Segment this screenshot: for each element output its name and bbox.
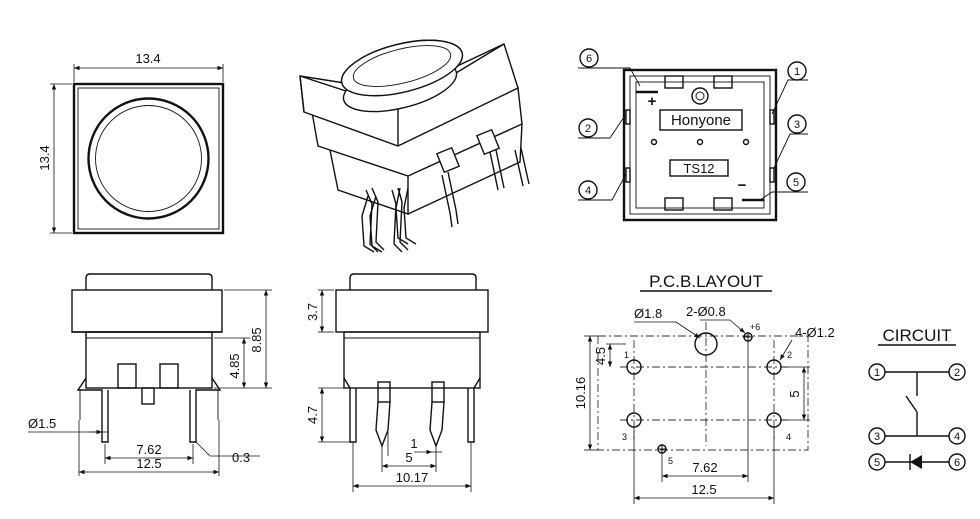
side-width: 10.17 [396,470,429,485]
pcb-pad-1: 1 [624,350,629,360]
callout-2: 2 [585,123,591,135]
top-view: 13.4 13.4 [37,51,225,235]
model-label: TS12 [683,161,714,176]
plus-sign: + [648,93,657,110]
side-cap-height: 3.7 [305,303,320,321]
minus-sign: − [738,177,747,194]
pcb-title: P.C.B.LAYOUT [649,272,763,291]
pcb-offset: 4.5 [593,347,608,365]
callout-4: 4 [585,185,591,197]
circuit-node-4: 4 [954,431,960,443]
front-width: 12.5 [136,456,161,471]
led-icon [909,454,922,470]
front-height-a: 4.85 [227,353,242,378]
callout-5: 5 [793,177,799,189]
front-pin-diameter: Ø1.5 [28,416,56,431]
circuit-node-1: 1 [874,367,880,379]
pcb-hole-pins: 4-Ø1.2 [795,325,835,340]
front-height-b: 8.85 [249,327,264,352]
brand-label: Honyone [671,112,731,129]
circuit: CIRCUIT 1 2 3 4 5 6 [868,326,966,471]
circuit-node-3: 3 [874,431,880,443]
pcb-pad-5: 5 [668,456,673,466]
pcb-hole-small: 2-Ø0.8 [686,304,726,319]
front-view: 4.85 8.85 Ø1.5 7.62 12.5 0.3 [28,273,272,476]
pcb-layout: P.C.B.LAYOUT 1 2 3 4 5 +6 Ø1.8 2-Ø0.8 4-… [573,272,835,504]
side-pin-width: 1 [410,436,417,451]
pcb-pad-2: 2 [787,350,792,360]
side-pin-span: 5 [405,450,412,465]
callout-3: 3 [794,119,800,131]
front-pitch: 7.62 [136,442,161,457]
side-pin-length: 4.7 [305,406,320,424]
pcb-height: 10.16 [573,377,588,410]
circuit-node-2: 2 [954,367,960,379]
bottom-view: Honyone TS12 + − 6 1 2 3 4 5 [578,48,808,222]
iso-view [299,39,530,253]
circuit-node-5: 5 [874,457,880,469]
pcb-side: 5 [787,390,802,397]
pcb-pad-3: 3 [622,432,627,442]
circuit-title: CIRCUIT [883,326,952,345]
top-height-label: 13.4 [37,145,52,170]
pcb-pad-6: +6 [750,322,760,332]
pcb-hole-large: Ø1.8 [634,306,662,321]
callout-6: 6 [586,53,592,65]
callout-1: 1 [794,66,800,78]
circuit-node-6: 6 [954,457,960,469]
pcb-pitch: 7.62 [692,460,717,475]
pcb-pad-4: 4 [786,432,791,442]
front-thickness: 0.3 [232,450,250,465]
side-view: 3.7 4.7 1 5 10.17 [305,273,489,492]
pcb-width: 12.5 [691,482,716,497]
top-width-label: 13.4 [135,51,160,66]
